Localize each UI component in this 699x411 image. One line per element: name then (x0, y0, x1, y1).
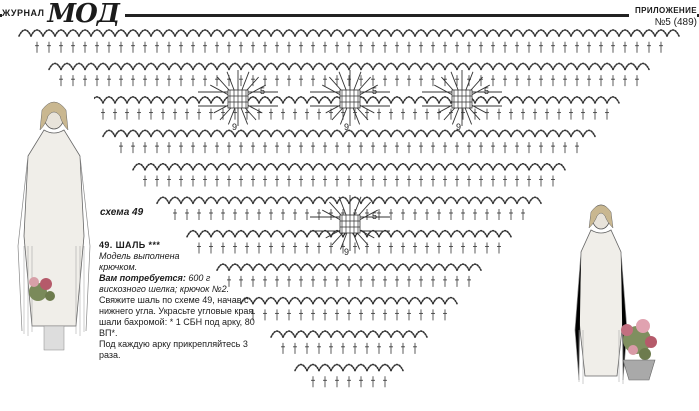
header-rule (0, 14, 699, 17)
materials-label: Вам потребуется: (99, 273, 186, 283)
svg-text:5: 5 (484, 86, 489, 96)
magazine-logo: ЖУРНАЛ МОД (2, 0, 125, 29)
issue-info: ПРИЛОЖЕНИЕ №5 (489) (629, 5, 697, 29)
text-line2: нижнего угла. Украсьте угловые края (99, 306, 254, 316)
svg-text:5: 5 (372, 211, 377, 221)
scheme-label: схема 49 (100, 207, 144, 218)
appendix-label: ПРИЛОЖЕНИЕ (635, 6, 697, 15)
logo-big-text: МОД (47, 0, 120, 29)
article-text: 49. ШАЛЬ *** Модель выполнена крючком. В… (99, 240, 264, 361)
materials-line: Вам потребуется: 600 г (99, 273, 264, 284)
svg-text:5: 5 (372, 86, 377, 96)
svg-text:9: 9 (344, 247, 349, 257)
article-line2: крючком. (99, 262, 138, 272)
text-line1: Свяжите шаль по схеме 49, начав с (99, 295, 249, 305)
article-title: 49. ШАЛЬ *** (99, 240, 161, 250)
issue-number: №5 (489) (654, 17, 697, 28)
yarn-line: вискозного шелка; крючок №2. (99, 284, 230, 294)
text-line4: Под каждую арку прикрепляйтесь 3 раза. (99, 339, 248, 360)
model-photo-left (14, 96, 94, 352)
svg-text:9: 9 (232, 122, 237, 132)
model-photo-right (571, 200, 667, 386)
svg-text:9: 9 (344, 122, 349, 132)
svg-text:5: 5 (260, 86, 265, 96)
article-line1: Модель выполнена (99, 251, 180, 261)
svg-text:9: 9 (456, 122, 461, 132)
logo-small-text: ЖУРНАЛ (2, 8, 45, 18)
materials-value: 600 г (185, 273, 211, 283)
text-line3: шали бахромой: * 1 СБН под арку, 80 ВП*. (99, 317, 255, 338)
